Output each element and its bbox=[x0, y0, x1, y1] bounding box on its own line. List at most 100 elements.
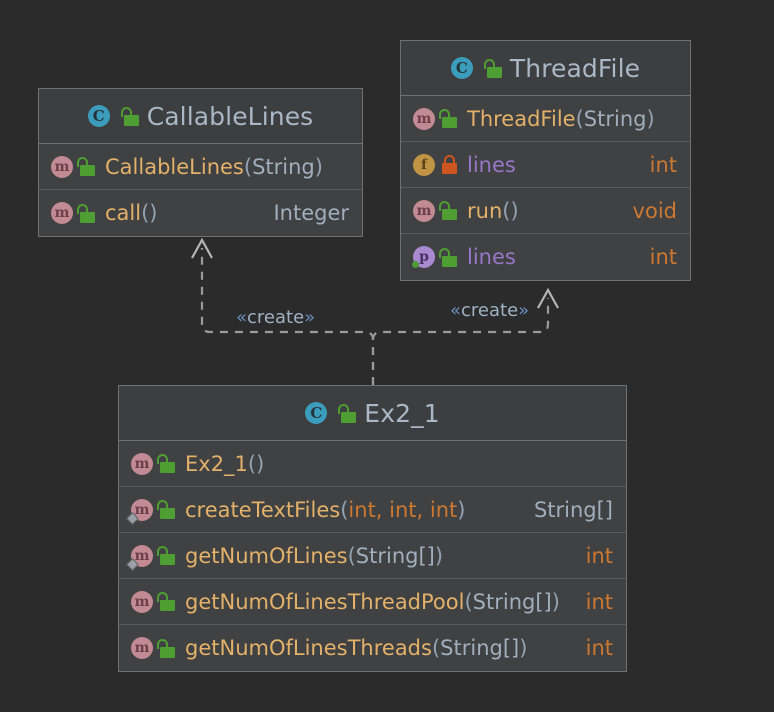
method-icon: m bbox=[51, 155, 73, 178]
member-row[interactable]: m call() Integer bbox=[39, 190, 362, 236]
open-paren: ( bbox=[247, 451, 257, 476]
member-signature: getNumOfLines(String[]) bbox=[185, 544, 443, 568]
close-paren: ) bbox=[314, 154, 323, 179]
close-paren: ) bbox=[551, 589, 560, 614]
member-return-type: void bbox=[632, 198, 677, 223]
close-paren: ) bbox=[519, 636, 528, 660]
unlocked-icon bbox=[338, 403, 357, 423]
class-header-ex2-1: C Ex2_1 bbox=[119, 386, 626, 441]
open-paren: ( bbox=[575, 106, 584, 131]
close-paren: ) bbox=[256, 451, 265, 476]
unlocked-icon bbox=[120, 106, 140, 126]
unlocked-icon bbox=[157, 638, 176, 658]
member-name: getNumOfLines bbox=[185, 543, 348, 568]
member-signature: run() bbox=[467, 199, 519, 223]
member-row[interactable]: p lines int bbox=[401, 234, 690, 280]
member-params: String[] bbox=[440, 636, 520, 660]
unlocked-icon bbox=[157, 546, 176, 565]
property-dot-badge bbox=[412, 261, 419, 268]
close-paren: ) bbox=[149, 201, 158, 225]
member-row[interactable]: m getNumOfLinesThreads(String[]) int bbox=[119, 625, 626, 671]
member-return-type: Integer bbox=[273, 201, 349, 225]
unlocked-icon bbox=[157, 592, 176, 611]
close-paren: ) bbox=[646, 106, 655, 131]
member-signature: getNumOfLinesThreads(String[]) bbox=[185, 636, 527, 660]
member-params: String bbox=[252, 154, 315, 179]
member-name: lines bbox=[467, 245, 516, 269]
relation-stereotype-text: create bbox=[247, 307, 305, 328]
class-icon: C bbox=[450, 57, 473, 79]
member-row[interactable]: m run() void bbox=[401, 188, 690, 234]
method-icon: m bbox=[413, 199, 435, 222]
open-paren: ( bbox=[340, 497, 349, 522]
member-params: String[] bbox=[355, 543, 435, 568]
unlocked-icon bbox=[157, 454, 176, 473]
relation-stereotype-text: create bbox=[461, 300, 519, 321]
open-paren: ( bbox=[431, 636, 441, 660]
guillemet-close: » bbox=[304, 307, 316, 328]
relation-label-create-left: «create» bbox=[236, 307, 315, 328]
open-paren: ( bbox=[141, 201, 150, 225]
member-signature: createTextFiles(int, int, int) bbox=[185, 498, 465, 522]
unlocked-icon bbox=[439, 247, 458, 267]
member-params: String[] bbox=[472, 589, 552, 614]
unlocked-icon bbox=[439, 201, 458, 220]
class-icon: C bbox=[87, 105, 110, 127]
member-signature: CallableLines(String) bbox=[105, 155, 323, 179]
close-paren: ) bbox=[510, 198, 519, 223]
guillemet-open: « bbox=[450, 300, 462, 321]
open-paren: ( bbox=[502, 198, 511, 223]
close-paren: ) bbox=[457, 497, 466, 522]
method-icon: m bbox=[131, 590, 153, 613]
class-header-callable-lines: C CallableLines bbox=[39, 89, 362, 144]
member-row[interactable]: m createTextFiles(int, int, int) String[… bbox=[119, 487, 626, 533]
unlocked-icon bbox=[157, 500, 176, 519]
member-return-type: int bbox=[649, 245, 677, 269]
close-paren: ) bbox=[434, 543, 444, 568]
method-icon: m bbox=[131, 452, 153, 475]
member-return-type: String[] bbox=[533, 497, 613, 522]
unlocked-icon bbox=[77, 157, 96, 176]
member-name: Ex2_1 bbox=[185, 451, 248, 476]
class-box-thread-file[interactable]: C ThreadFile m ThreadFile(String) f bbox=[400, 40, 691, 281]
method-icon: m bbox=[413, 107, 435, 130]
member-row[interactable]: m ThreadFile(String) bbox=[401, 96, 690, 142]
member-return-type: int bbox=[585, 589, 613, 614]
method-icon: m bbox=[51, 202, 73, 224]
method-icon: m bbox=[131, 637, 153, 659]
member-name: createTextFiles bbox=[185, 497, 341, 522]
member-return-type: int bbox=[585, 543, 613, 568]
member-signature: ThreadFile(String) bbox=[467, 107, 655, 131]
guillemet-open: « bbox=[236, 307, 248, 328]
member-signature: call() bbox=[105, 201, 158, 225]
locked-icon bbox=[441, 155, 458, 174]
class-name: ThreadFile bbox=[509, 53, 641, 83]
class-box-callable-lines[interactable]: C CallableLines m CallableLines(String) … bbox=[38, 88, 363, 237]
class-header-thread-file: C ThreadFile bbox=[401, 41, 690, 96]
member-return-type: int bbox=[649, 152, 677, 177]
class-box-ex2-1[interactable]: C Ex2_1 m Ex2_1() m bbox=[118, 385, 627, 672]
member-signature: lines bbox=[467, 245, 516, 269]
member-name: getNumOfLinesThreads bbox=[185, 636, 432, 660]
member-name: getNumOfLinesThreadPool bbox=[185, 589, 465, 614]
unlocked-icon bbox=[483, 58, 503, 78]
property-icon: p bbox=[412, 246, 435, 268]
method-icon: m bbox=[126, 498, 153, 525]
open-paren: ( bbox=[347, 543, 356, 568]
member-row[interactable]: m CallableLines(String) bbox=[39, 144, 362, 190]
member-name: ThreadFile bbox=[467, 106, 576, 131]
open-paren: ( bbox=[243, 154, 253, 179]
member-row[interactable]: m getNumOfLinesThreadPool(String[]) int bbox=[119, 579, 626, 625]
unlocked-icon bbox=[77, 203, 96, 223]
class-name: Ex2_1 bbox=[364, 398, 440, 428]
class-icon: C bbox=[305, 402, 328, 424]
member-name: lines bbox=[467, 152, 516, 177]
field-icon: f bbox=[413, 153, 435, 176]
member-name: CallableLines bbox=[105, 154, 244, 179]
guillemet-close: » bbox=[518, 300, 530, 321]
method-icon: m bbox=[126, 544, 153, 571]
member-row[interactable]: f lines int bbox=[401, 142, 690, 188]
member-row[interactable]: m Ex2_1() bbox=[119, 441, 626, 487]
member-row[interactable]: m getNumOfLines(String[]) int bbox=[119, 533, 626, 579]
